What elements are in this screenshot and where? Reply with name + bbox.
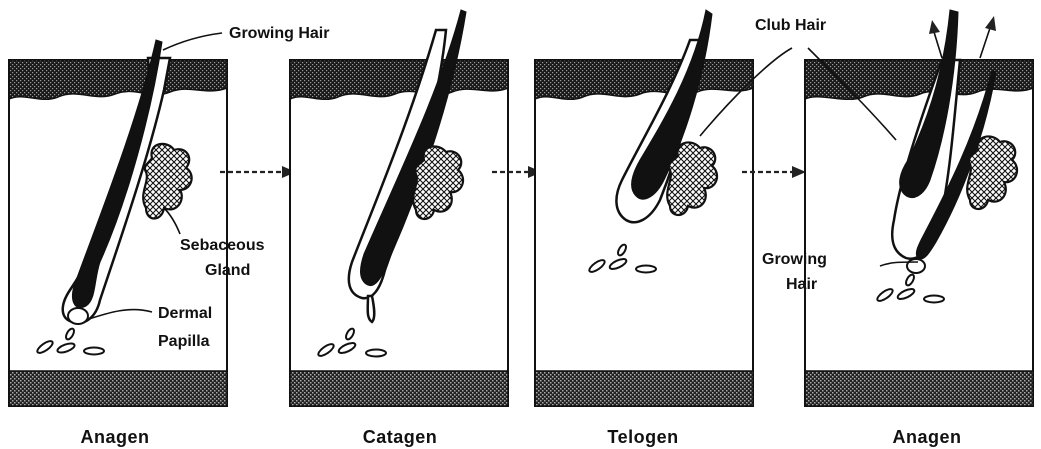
sebaceous-label: Sebaceous (180, 237, 265, 254)
papilla-cell (366, 350, 386, 357)
stage-label-anagen-1: Anagen (80, 427, 149, 447)
panel-anagen-2: Growing Hair Anagen (762, 10, 1033, 447)
papilla-cell (636, 266, 656, 273)
growth-arrowhead-right (985, 16, 996, 31)
epithelial-strand (368, 296, 375, 322)
stage-label-telogen: Telogen (607, 427, 678, 447)
dermal-label: Dermal (158, 305, 212, 322)
growth-arrow-left (934, 32, 942, 58)
hair-bulb (907, 259, 925, 273)
papilla-cell (924, 296, 944, 303)
transition-arrow-1 (220, 166, 296, 178)
subcutaneous-layer (9, 371, 227, 406)
papilla-cell (84, 348, 104, 355)
stage-label-catagen: Catagen (363, 427, 438, 447)
subcutaneous-layer (535, 371, 753, 406)
panel-telogen: Telogen (535, 10, 792, 447)
stage-label-anagen-2: Anagen (892, 427, 961, 447)
growing-hair-leader (163, 33, 222, 50)
subcutaneous-layer (290, 371, 508, 406)
growth-arrow-right (980, 28, 990, 58)
hair-label: Hair (786, 276, 817, 293)
subcutaneous-layer (805, 371, 1033, 406)
panel-anagen-1: Growing Hair Sebaceous Gland Dermal Papi… (9, 25, 329, 447)
panel-catagen: Catagen (290, 10, 508, 447)
growing-hair-label: Growing Hair (229, 25, 329, 42)
growth-arrowhead-left (929, 20, 940, 34)
hair-bulb (68, 308, 88, 324)
club-hair-label: Club Hair (755, 17, 826, 34)
papilla-label: Papilla (158, 333, 210, 350)
growing-label: Growing (762, 251, 827, 268)
gland-label: Gland (205, 262, 250, 279)
